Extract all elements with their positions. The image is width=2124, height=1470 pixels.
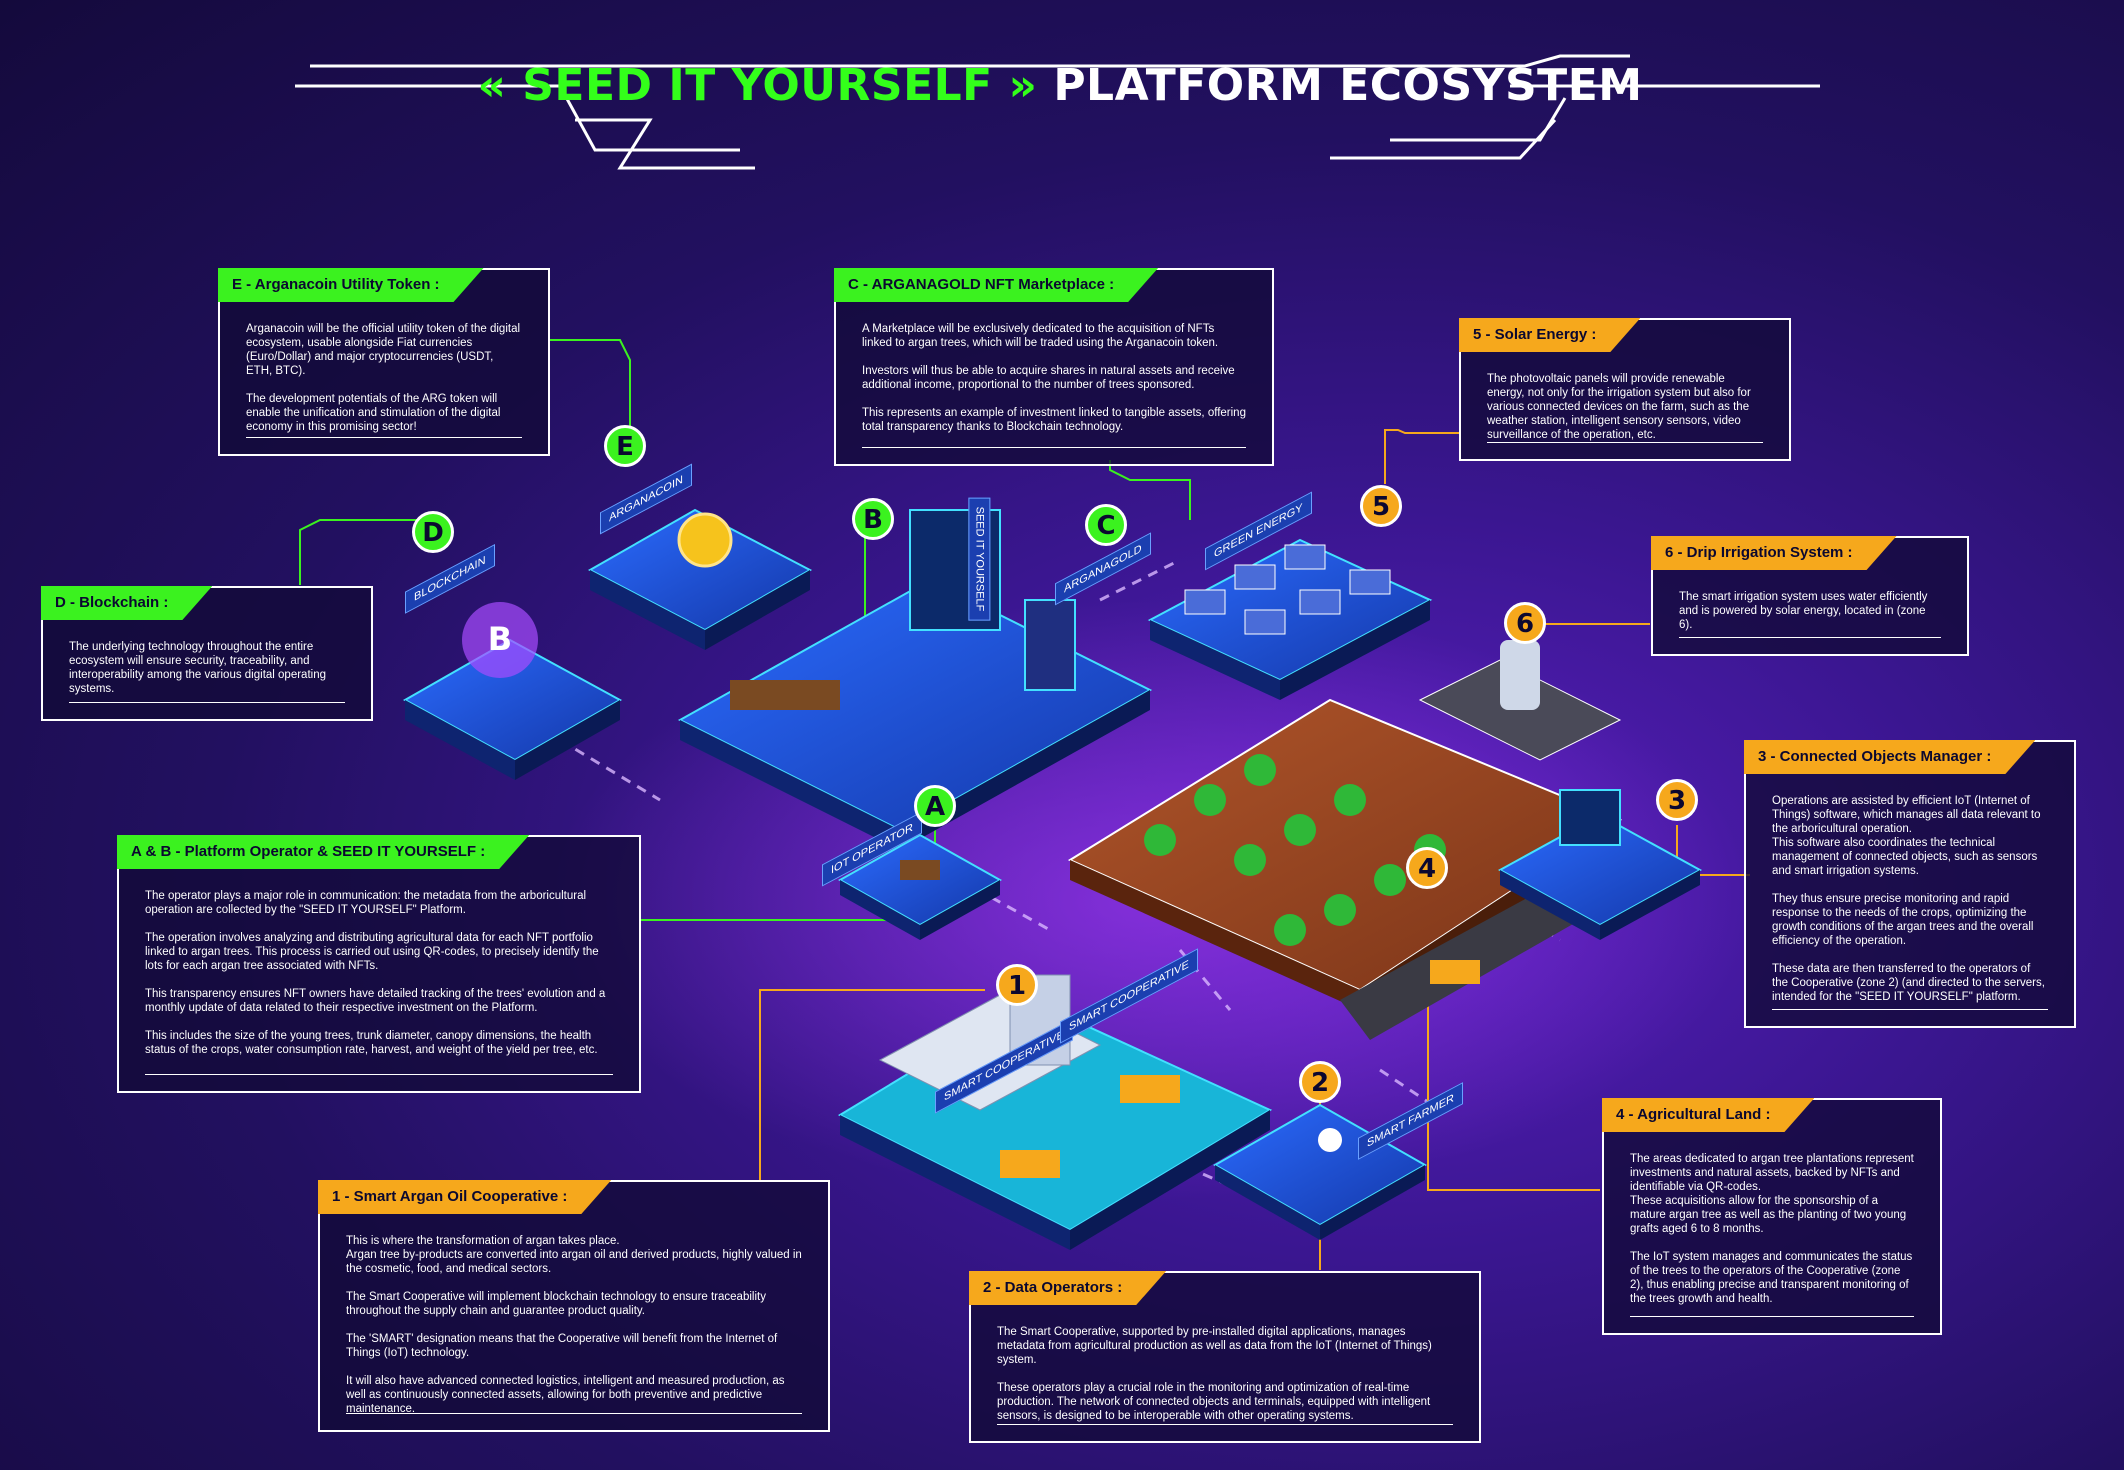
badge-c: C [1085, 504, 1127, 546]
badge-e: E [604, 425, 646, 467]
info-box-1-p5: It will also have advanced connected log… [346, 1375, 785, 1415]
platform-iot-operator [837, 833, 1003, 940]
info-box-e-p1: Arganacoin will be the official utility … [246, 323, 521, 377]
info-box-2-title: 2 - Data Operators : [969, 1271, 1166, 1305]
svg-text:B: B [488, 620, 512, 658]
platform-cooperative [837, 974, 1273, 1250]
divider [1630, 1316, 1914, 1317]
badge-4: 4 [1406, 847, 1448, 889]
info-box-2-p2: These operators play a crucial role in t… [997, 1382, 1431, 1422]
badge-2: 2 [1299, 1061, 1341, 1103]
info-box-4-p1: The areas dedicated to argan tree planta… [1630, 1153, 1914, 1193]
info-box-6-title: 6 - Drip Irrigation System : [1651, 536, 1897, 570]
info-box-c-p2: Investors will thus be able to acquire s… [862, 365, 1235, 391]
info-box-3-p2: This software also coordinates the techn… [1772, 837, 2038, 877]
info-box-ab-p1: The operator plays a major role in commu… [145, 890, 587, 916]
info-box-1-p2: Argan tree by-products are converted int… [346, 1249, 802, 1275]
info-box-5-title: 5 - Solar Energy : [1459, 318, 1640, 352]
info-box-6-body: The smart irrigation system uses water e… [1679, 590, 1941, 646]
info-box-4-body: The areas dedicated to argan tree planta… [1630, 1152, 1914, 1320]
platform-connected-objects [1497, 789, 1703, 940]
info-box-1-body: This is where the transformation of arga… [346, 1234, 802, 1430]
info-box-2: 2 - Data Operators : The Smart Cooperati… [969, 1271, 1481, 1443]
platform-solar [1147, 538, 1433, 700]
info-box-d: D - Blockchain : The underlying technolo… [41, 586, 373, 721]
title-open-quote: « [477, 60, 507, 111]
info-box-d-body: The underlying technology throughout the… [69, 640, 345, 710]
info-box-1-p3: The Smart Cooperative will implement blo… [346, 1291, 766, 1317]
info-box-e: E - Arganacoin Utility Token : Arganacoi… [218, 268, 550, 456]
page-title: « SEED IT YOURSELF » PLATFORM ECOSYSTEM [300, 60, 1820, 111]
info-box-5-body: The photovoltaic panels will provide ren… [1487, 372, 1763, 456]
platform-arganacoin [587, 508, 813, 650]
badge-6: 6 [1504, 602, 1546, 644]
divider [1487, 442, 1763, 443]
info-box-c-title: C - ARGANAGOLD NFT Marketplace : [834, 268, 1158, 302]
title-frame-lines [295, 54, 1820, 170]
info-box-6: 6 - Drip Irrigation System : The smart i… [1651, 536, 1969, 656]
info-box-3-p1: Operations are assisted by efficient IoT… [1772, 795, 2041, 835]
info-box-3-p3: They thus ensure precise monitoring and … [1772, 893, 2034, 947]
divider [862, 447, 1246, 448]
divider [1679, 637, 1941, 638]
badge-d: D [412, 511, 454, 553]
badge-b: B [852, 498, 894, 540]
badge-3: 3 [1656, 779, 1698, 821]
info-box-2-body: The Smart Cooperative, supported by pre-… [997, 1325, 1453, 1437]
divider [346, 1413, 802, 1414]
label-seed-it-yourself: SEED IT YOURSELF [968, 497, 991, 621]
info-box-e-title: E - Arganacoin Utility Token : [218, 268, 484, 302]
info-box-e-body: Arganacoin will be the official utility … [246, 322, 522, 448]
info-box-3-title: 3 - Connected Objects Manager : [1744, 740, 2035, 774]
info-box-c-p3: This represents an example of investment… [862, 407, 1246, 433]
divider [246, 437, 522, 438]
info-box-ab: A & B - Platform Operator & SEED IT YOUR… [117, 835, 641, 1093]
info-box-ab-p2: The operation involves analyzing and dis… [145, 932, 599, 972]
info-box-6-p1: The smart irrigation system uses water e… [1679, 591, 1928, 631]
info-box-1-p1: This is where the transformation of arga… [346, 1235, 620, 1247]
divider [1772, 1009, 2048, 1010]
divider [69, 702, 345, 703]
info-box-c: C - ARGANAGOLD NFT Marketplace : A Marke… [834, 268, 1274, 466]
info-box-5: 5 - Solar Energy : The photovoltaic pane… [1459, 318, 1791, 461]
platform-blockchain: B [402, 602, 623, 780]
info-box-2-p1: The Smart Cooperative, supported by pre-… [997, 1326, 1432, 1366]
info-box-c-body: A Marketplace will be exclusively dedica… [862, 322, 1246, 448]
info-box-4: 4 - Agricultural Land : The areas dedica… [1602, 1098, 1942, 1335]
info-box-3-p4: These data are then transferred to the o… [1772, 963, 2045, 1003]
title-brand: SEED IT YOURSELF [522, 60, 993, 111]
info-box-e-p2: The development potentials of the ARG to… [246, 393, 501, 433]
divider [145, 1074, 613, 1075]
info-box-ab-p3: This transparency ensures NFT owners hav… [145, 988, 606, 1014]
info-box-4-p2: These acquisitions allow for the sponsor… [1630, 1195, 1907, 1235]
info-box-ab-p4: This includes the size of the young tree… [145, 1030, 598, 1056]
badge-a: A [914, 785, 956, 827]
info-box-3-body: Operations are assisted by efficient IoT… [1772, 794, 2048, 1018]
info-box-ab-body: The operator plays a major role in commu… [145, 889, 613, 1071]
info-box-3: 3 - Connected Objects Manager : Operatio… [1744, 740, 2076, 1028]
info-box-ab-title: A & B - Platform Operator & SEED IT YOUR… [117, 835, 529, 869]
info-box-1-p4: The 'SMART' designation means that the C… [346, 1333, 778, 1359]
info-box-5-p1: The photovoltaic panels will provide ren… [1487, 373, 1751, 441]
title-close-quote: » [1008, 60, 1038, 111]
info-box-1: 1 - Smart Argan Oil Cooperative : This i… [318, 1180, 830, 1432]
agricultural-land [1067, 640, 1623, 1040]
info-box-4-title: 4 - Agricultural Land : [1602, 1098, 1814, 1132]
divider [997, 1424, 1453, 1425]
badge-5: 5 [1360, 485, 1402, 527]
info-box-d-title: D - Blockchain : [41, 586, 212, 620]
info-box-c-p1: A Marketplace will be exclusively dedica… [862, 323, 1219, 349]
info-box-4-p3: The IoT system manages and communicates … [1630, 1251, 1913, 1305]
title-banner: « SEED IT YOURSELF » PLATFORM ECOSYSTEM [300, 60, 1820, 170]
info-box-d-p1: The underlying technology throughout the… [69, 641, 326, 695]
title-rest: PLATFORM ECOSYSTEM [1053, 60, 1643, 111]
badge-1: 1 [996, 964, 1038, 1006]
info-box-1-title: 1 - Smart Argan Oil Cooperative : [318, 1180, 611, 1214]
